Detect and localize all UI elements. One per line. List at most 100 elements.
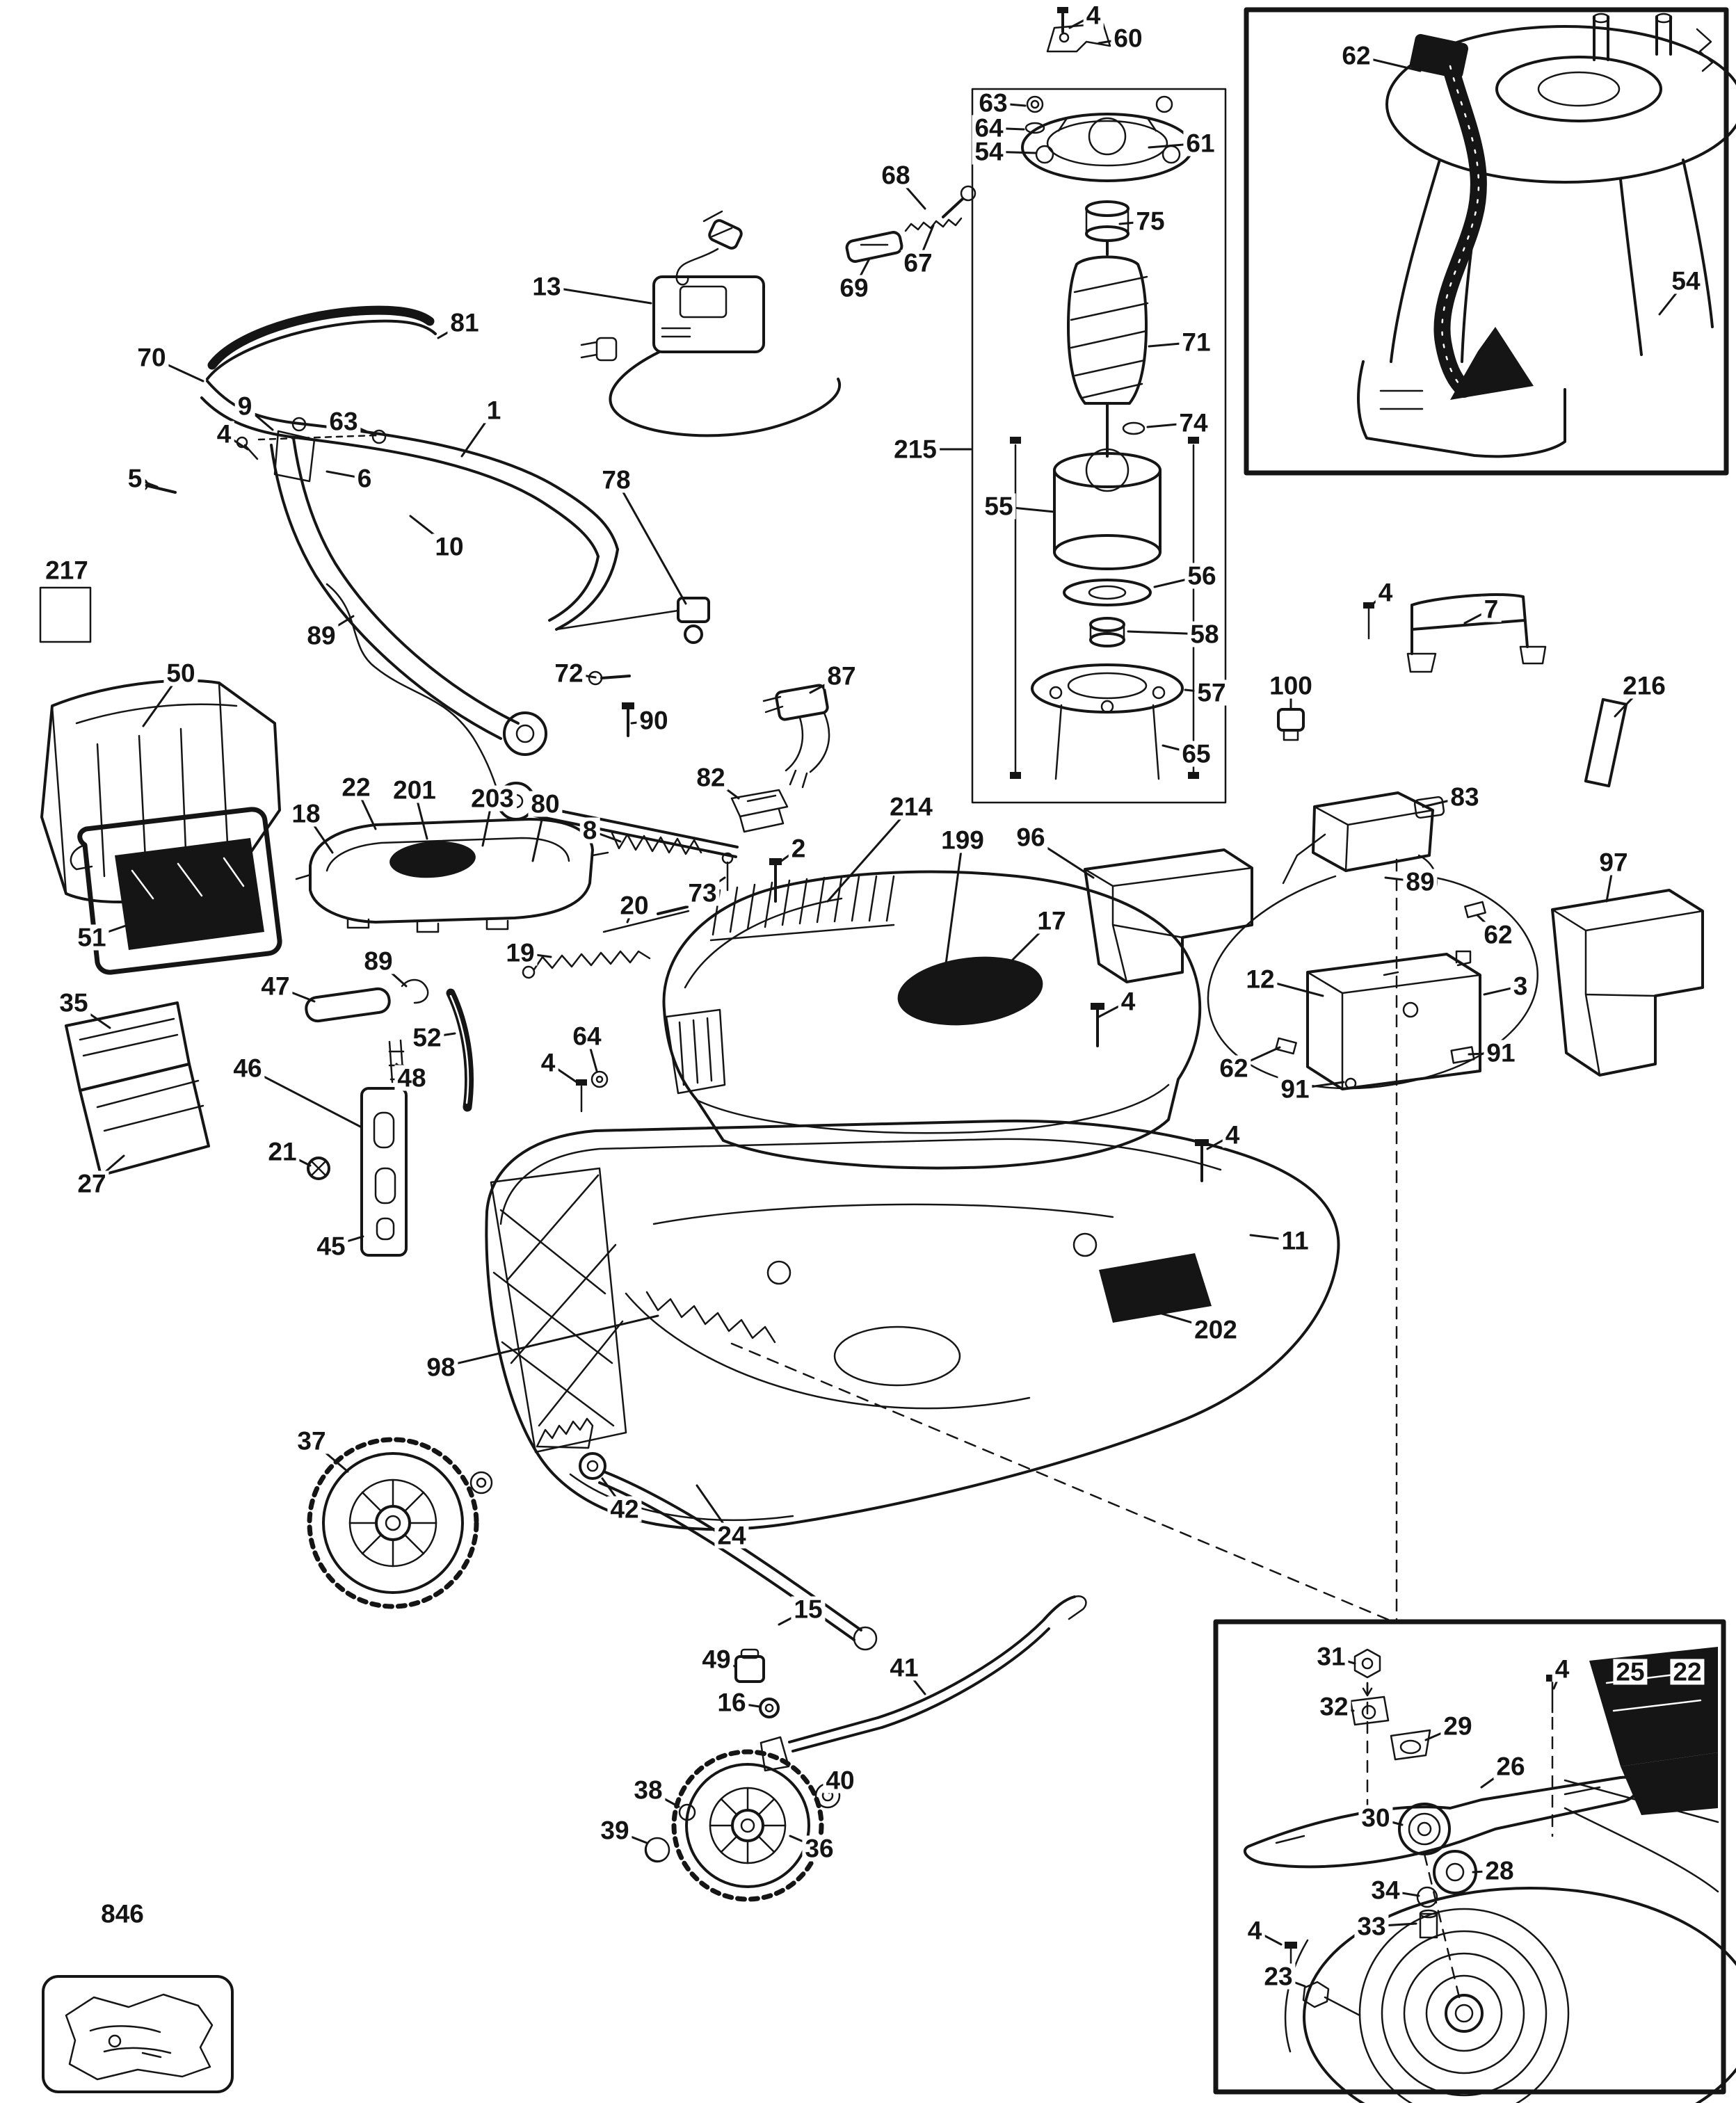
part-label-33: 33 — [1354, 1913, 1389, 1940]
part-label-67: 67 — [901, 250, 935, 276]
part-label-52: 52 — [410, 1024, 444, 1051]
part-label-29: 29 — [1440, 1713, 1475, 1739]
part-label-4: 4 — [1118, 988, 1139, 1015]
grass-bag — [40, 679, 282, 975]
part-label-4: 4 — [1375, 579, 1396, 606]
part-label-64: 64 — [570, 1023, 604, 1049]
part-label-89: 89 — [361, 948, 396, 974]
part-label-73: 73 — [685, 880, 720, 906]
handle-mount — [305, 978, 609, 1257]
part-label-60: 60 — [1111, 25, 1146, 51]
part-label-87: 87 — [824, 663, 859, 689]
part-label-4: 4 — [1222, 1122, 1243, 1148]
part-label-203: 203 — [468, 785, 517, 812]
part-label-50: 50 — [163, 660, 198, 686]
part-label-41: 41 — [887, 1654, 922, 1681]
part-label-5: 5 — [124, 465, 145, 492]
part-label-91: 91 — [1484, 1040, 1518, 1066]
part-label-45: 45 — [314, 1233, 348, 1259]
part-label-56: 56 — [1184, 563, 1219, 589]
part-label-11: 11 — [1278, 1227, 1312, 1254]
part-label-21: 21 — [265, 1138, 300, 1165]
part-label-24: 24 — [714, 1522, 749, 1549]
part-label-3: 3 — [1510, 973, 1531, 999]
part-label-217: 217 — [42, 557, 91, 583]
part-label-22: 22 — [339, 774, 373, 800]
part-label-69: 69 — [837, 275, 871, 301]
part-label-57: 57 — [1194, 679, 1229, 706]
rear-wheel — [644, 1749, 841, 1902]
part-label-78: 78 — [599, 467, 634, 493]
part-label-15: 15 — [791, 1596, 826, 1622]
part-label-13: 13 — [529, 273, 564, 300]
part-label-40: 40 — [823, 1767, 858, 1794]
fan-housing-inset — [1244, 7, 1736, 476]
part-label-46: 46 — [230, 1055, 265, 1081]
leader-line — [246, 1067, 362, 1128]
part-label-1: 1 — [483, 397, 504, 424]
part-label-47: 47 — [258, 973, 293, 999]
part-label-55: 55 — [981, 493, 1016, 519]
part-label-83: 83 — [1447, 784, 1482, 810]
part-label-70: 70 — [134, 344, 169, 371]
part-label-36: 36 — [802, 1835, 837, 1862]
misc-parts — [39, 586, 92, 643]
cable-connectors — [721, 684, 830, 903]
part-label-82: 82 — [693, 764, 728, 791]
part-label-72: 72 — [552, 660, 586, 686]
deck-springs — [522, 905, 690, 979]
part-label-42: 42 — [607, 1496, 642, 1522]
part-label-216: 216 — [1620, 672, 1669, 699]
part-label-25: 25 — [1613, 1659, 1648, 1685]
part-label-215: 215 — [891, 436, 940, 462]
part-label-62: 62 — [1339, 42, 1374, 69]
part-label-214: 214 — [887, 793, 935, 820]
part-label-7: 7 — [1481, 596, 1502, 622]
motor-exploded-view — [971, 7, 1227, 804]
part-label-35: 35 — [56, 990, 91, 1016]
part-label-58: 58 — [1187, 621, 1222, 647]
mulch-plate — [295, 818, 609, 933]
part-label-4: 4 — [1083, 2, 1104, 29]
leader-line — [440, 1314, 659, 1369]
leader-line — [615, 478, 687, 605]
part-label-62: 62 — [1481, 921, 1516, 948]
part-label-20: 20 — [617, 892, 652, 919]
part-label-23: 23 — [1261, 1963, 1296, 1990]
hardware-kit — [42, 1975, 234, 2093]
part-label-48: 48 — [394, 1065, 429, 1091]
part-label-2: 2 — [788, 835, 809, 862]
part-label-97: 97 — [1596, 849, 1631, 876]
part-label-63: 63 — [976, 90, 1011, 116]
part-label-12: 12 — [1243, 966, 1278, 992]
part-label-68: 68 — [878, 162, 913, 188]
part-label-199: 199 — [938, 827, 987, 853]
part-label-62: 62 — [1216, 1055, 1251, 1081]
leader-line — [945, 839, 964, 965]
part-label-18: 18 — [289, 800, 323, 827]
part-label-17: 17 — [1034, 908, 1069, 934]
part-label-96: 96 — [1013, 824, 1048, 851]
part-label-27: 27 — [74, 1170, 109, 1197]
part-label-4: 4 — [538, 1049, 558, 1076]
part-label-30: 30 — [1358, 1805, 1393, 1831]
part-label-49: 49 — [699, 1646, 734, 1673]
foam-block-96 — [1084, 848, 1253, 983]
part-label-81: 81 — [447, 309, 482, 336]
part-label-6: 6 — [354, 465, 375, 492]
part-label-37: 37 — [294, 1428, 329, 1454]
part-label-100: 100 — [1267, 672, 1315, 699]
part-label-91: 91 — [1278, 1076, 1312, 1102]
front-wheel — [307, 1437, 493, 1609]
part-label-74: 74 — [1176, 410, 1211, 436]
part-label-89: 89 — [1403, 869, 1438, 895]
part-label-202: 202 — [1191, 1316, 1240, 1343]
leader-line — [826, 805, 913, 903]
part-label-61: 61 — [1183, 130, 1218, 156]
part-label-32: 32 — [1317, 1693, 1351, 1720]
motor-cover — [662, 870, 1209, 1182]
charger — [580, 210, 842, 437]
part-label-201: 201 — [390, 777, 439, 803]
